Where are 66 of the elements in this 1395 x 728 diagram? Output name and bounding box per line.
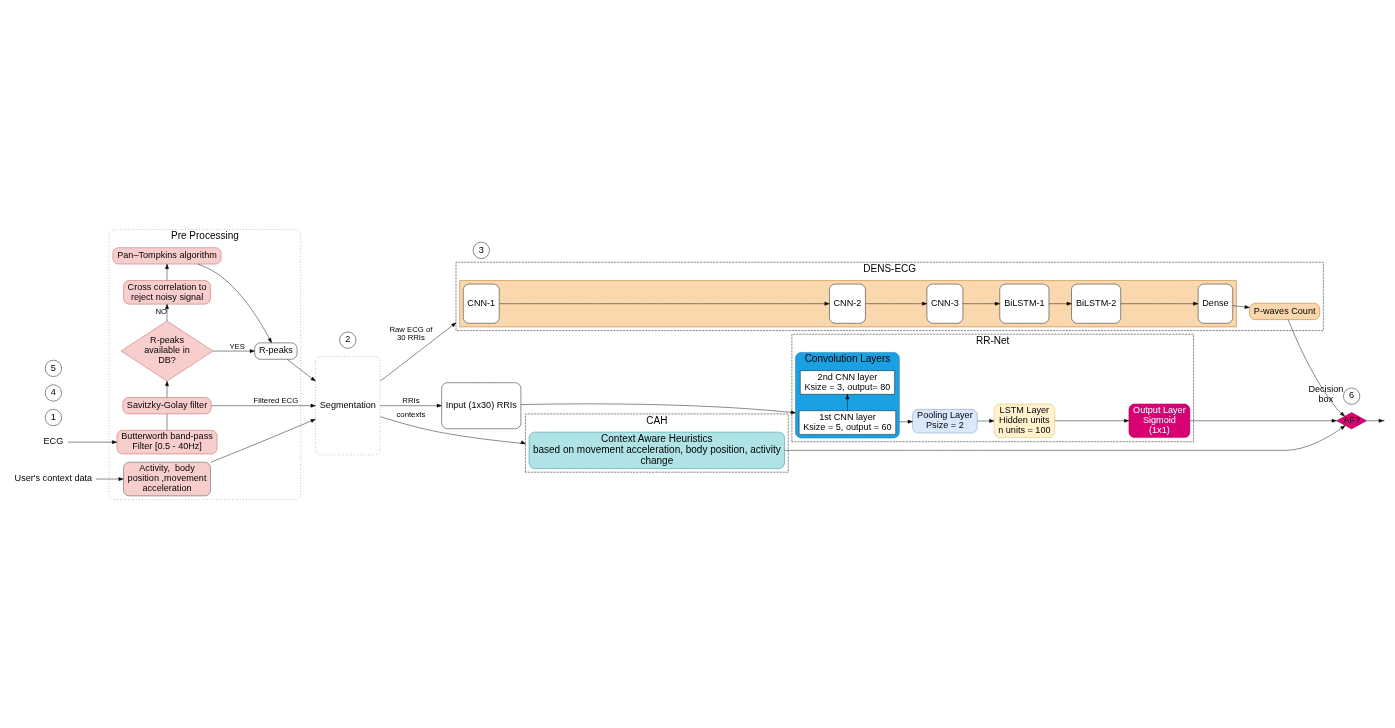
- arrow: [95, 476, 124, 481]
- node-box: Pooling Layer Psize = 2: [912, 408, 978, 433]
- node-circle: 5: [44, 359, 62, 377]
- arrow: [962, 301, 1000, 306]
- arrow: [1366, 418, 1384, 423]
- node-box: 1st CNN layer Ksize = 5, output = 60: [798, 410, 896, 435]
- node-box: LSTM Layer Hidden units n units = 100: [993, 403, 1055, 438]
- node-box: P-waves Count: [1249, 302, 1320, 320]
- node-box: Activity, body position ,movement acceleration: [123, 461, 211, 496]
- edge-label: Filtered ECG: [253, 395, 299, 405]
- node-circle: 3: [472, 241, 490, 259]
- arrow: [212, 348, 255, 353]
- node-box: CNN-2: [829, 283, 866, 323]
- node-box: R-peaks: [254, 342, 298, 359]
- arrow: [165, 380, 169, 398]
- arrow: [165, 263, 169, 281]
- arrow: [1232, 304, 1250, 309]
- arrow: [784, 424, 1346, 451]
- node-circle: 6: [1343, 387, 1361, 405]
- arrow: [865, 301, 928, 306]
- node-box: Savitzky-Golay filter: [122, 396, 212, 414]
- arrow: [210, 418, 316, 463]
- node-box: Input (1x30) RRIs: [441, 382, 522, 429]
- edge-label: Raw ECG of 30 RRIs: [389, 324, 433, 342]
- arrow: [286, 358, 316, 381]
- arrow: [165, 303, 169, 321]
- node-box: Butterworth band-pass Filter [0.5 - 40Hz]: [116, 429, 218, 454]
- arrow: [899, 419, 913, 424]
- node-box: BiLSTM-2: [1071, 283, 1121, 323]
- edge-label: NO: [155, 306, 168, 316]
- node-box: CNN-1: [463, 283, 500, 323]
- arrow: [520, 403, 796, 414]
- edge-label: YES: [229, 341, 245, 351]
- node-box: Segmentation: [315, 355, 381, 455]
- node-box: Dense: [1197, 283, 1233, 323]
- arrow: [1120, 301, 1199, 306]
- arrow: [977, 418, 995, 423]
- node-box: CNN-3: [926, 283, 964, 323]
- node-box: Output Layer Sigmoid (1x1): [1128, 403, 1191, 438]
- arrow: [1054, 418, 1130, 423]
- arrow: [1189, 418, 1337, 423]
- node-circle: 2: [339, 331, 357, 349]
- edge-label: contexts: [396, 409, 426, 419]
- arrow: [67, 439, 118, 444]
- node-box: Cross correlation to reject noisy signal: [123, 279, 211, 304]
- arrow: [197, 263, 272, 343]
- node-box: Pan–Tompkins algorithm: [112, 246, 222, 264]
- node-box: Context Aware Heuristics based on movement acceleration, body position, activity change: [528, 431, 785, 469]
- node-box: BiLSTM-1: [999, 283, 1050, 323]
- node-text: ECG: [43, 435, 64, 446]
- arrow: [211, 403, 316, 408]
- node-text: User's context data: [14, 472, 93, 483]
- arrow: [845, 393, 850, 411]
- cluster: [459, 279, 1237, 327]
- node-label: Decision box: [1308, 383, 1344, 404]
- arrow: [379, 403, 442, 408]
- edge-label: RRIs: [402, 395, 420, 405]
- arrow: [379, 322, 457, 381]
- node-circle: 4: [44, 384, 62, 401]
- arrow: [1048, 301, 1072, 306]
- arrow: [380, 415, 526, 444]
- arrow: [1288, 319, 1345, 416]
- node-box: 2nd CNN layer Ksize = 3, output= 80: [800, 369, 895, 395]
- node-diamond: R-peaks available in DB?: [120, 320, 214, 381]
- node-circle: 1: [44, 408, 62, 426]
- arrow: [499, 301, 830, 306]
